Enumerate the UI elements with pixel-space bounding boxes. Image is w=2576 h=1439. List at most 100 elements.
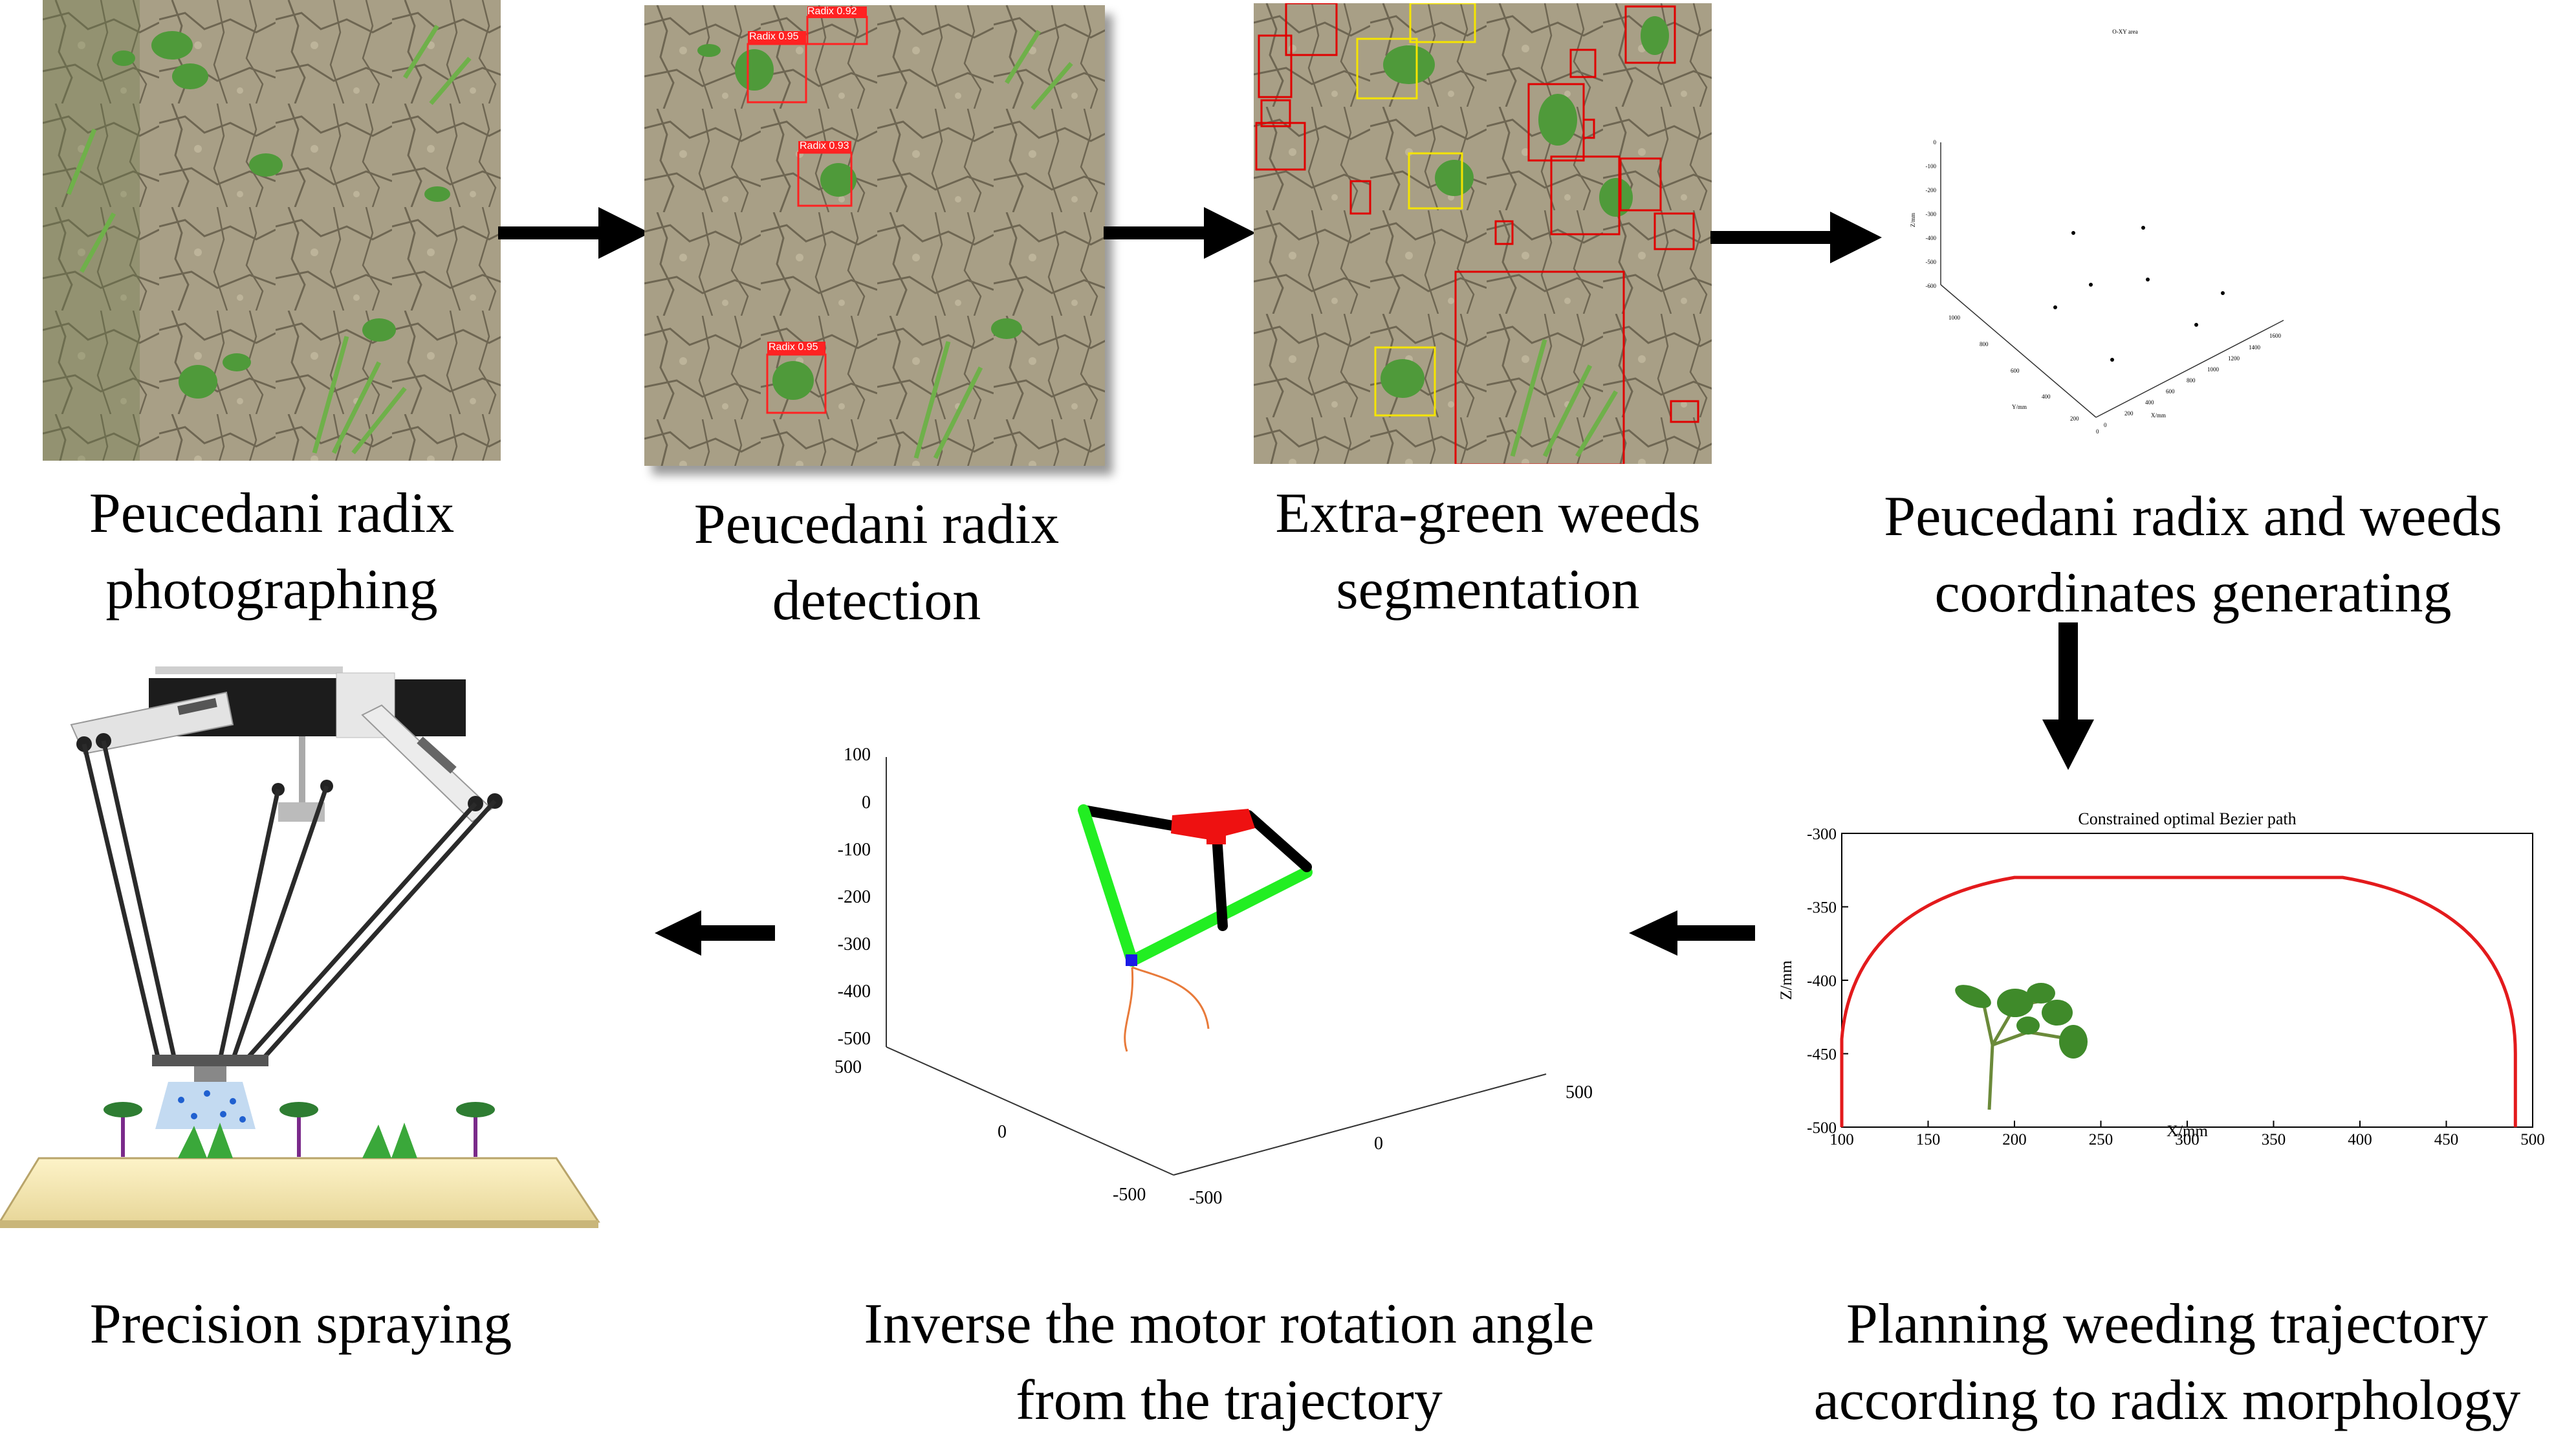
caption-line: photographing [105,558,438,621]
caption-spraying: Precision spraying [19,1286,582,1363]
y-tick: 800 [2187,377,2196,384]
arrow-right-1 [498,207,650,259]
caption-planning: Planning weeding trajectory according to… [1773,1286,2562,1439]
caption-line: Peucedani radix [693,493,1060,556]
x-tick-label: 400 [2348,1131,2372,1148]
y-axis-label: Z/mm [1778,960,1795,1000]
caption-line: from the trajectory [1016,1369,1443,1432]
caption-line: Precision spraying [89,1293,512,1356]
scatter-point [2146,278,2150,281]
y-tick: 400 [2145,399,2154,406]
y-tick-label: -400 [1807,972,1837,990]
y-tick: 500 [1566,1082,1593,1103]
x-tick-label: 450 [2434,1131,2459,1148]
y-tick-label: -300 [1807,826,1837,843]
x-tick-label: 300 [2175,1131,2199,1148]
scatter-point [2071,231,2075,235]
y-tick: -500 [1189,1188,1222,1208]
x-axis-label: Y/mm [2012,404,2027,410]
x-tick: 1000 [1948,314,1961,321]
robot-kinematics-plot: 100 0 -100 -200 -300 -400 -500 500 0 -50… [835,745,1593,1208]
x-tick-label: 200 [2002,1131,2027,1148]
z-tick: 100 [844,745,871,765]
y-axis-label: X/mm [2151,412,2166,419]
detection-label: Radix 0.93 [800,140,849,151]
caption-line: according to radix morphology [1813,1369,2521,1432]
arrow-right-3 [1710,212,1882,263]
caption-line: detection [772,569,981,632]
scatter-point [2110,358,2114,362]
caption-line: Planning weeding trajectory [1846,1293,2489,1356]
z-tick: -300 [1926,211,1937,217]
z-tick: 0 [1934,139,1937,146]
arrow-left-2 [655,910,775,956]
arrow-right-2 [1104,207,1256,259]
y-tick-label: -450 [1807,1046,1837,1064]
x-tick: 800 [1980,341,1989,347]
y-tick: 1600 [2269,333,2282,339]
z-tick: -300 [838,934,871,954]
caption-line: Inverse the motor rotation angle [864,1293,1595,1356]
field-photo [43,0,501,461]
detection-label: Radix 0.92 [807,6,857,17]
y-tick: 1200 [2228,355,2240,362]
x-tick-label: 500 [2520,1131,2545,1148]
z-tick: -400 [838,982,871,1002]
scatter-point [2221,291,2225,295]
caption-inverse: Inverse the motor rotation angle from th… [776,1286,1682,1439]
z-tick: -200 [838,887,871,907]
caption-line: Extra-green weeds [1275,482,1701,545]
x-tick: 200 [2070,415,2079,422]
x-tick-label: 100 [1829,1131,1854,1148]
chart-title: Constrained optimal Bezier path [2078,809,2296,828]
detection-label: Radix 0.95 [749,31,799,42]
z-axis-label: Z/mm [1910,213,1916,227]
plot-title: O-XY area [2112,28,2137,35]
y-tick: 0 [1374,1134,1383,1154]
caption-line: segmentation [1336,558,1640,621]
y-tick-label: -350 [1807,899,1837,917]
arrow-down [2042,622,2094,770]
y-tick-label: -500 [1807,1119,1837,1137]
detection-label: Radix 0.95 [769,342,818,353]
scatter-point [2141,226,2145,230]
segmentation-photo [1254,3,1712,464]
x-tick: 500 [835,1057,862,1077]
x-tick: -500 [1113,1185,1146,1205]
y-tick: 1400 [2249,344,2261,351]
z-tick: -200 [1926,187,1937,193]
y-tick: 200 [2124,410,2134,417]
z-tick: -400 [1926,235,1937,241]
scatter-point [2089,283,2093,287]
plant-illustration [1955,983,2088,1110]
x-tick: 600 [2011,368,2020,374]
caption-segmentation: Extra-green weeds segmentation [1229,476,1747,628]
y-tick: 1000 [2207,366,2220,373]
z-tick: -500 [838,1029,871,1049]
caption-detection: Peucedani radix detection [618,487,1135,639]
detection-photo: Radix 0.92 Radix 0.95 Radix 0.93 Radix 0… [644,5,1105,466]
x-tick: 400 [2042,393,2051,400]
scatter-point [2194,323,2198,327]
x-tick-label: 150 [1916,1131,1941,1148]
caption-line: Peucedani radix and weeds [1884,485,2502,548]
bezier-chart: Constrained optimal Bezier path 100 150 20… [1778,809,2545,1148]
coordinates-3d-plot: O-XY area 0 -100 -200 -300 -400 -500 -60… [1910,28,2284,435]
arrow-left-1 [1629,910,1755,956]
caption-coordinates: Peucedani radix and weeds coordinates ge… [1805,479,2576,632]
x-tick-label: 250 [2089,1131,2113,1148]
x-axis-label: X/mm [2167,1123,2208,1140]
z-tick: -100 [1926,163,1937,170]
z-tick: -500 [1926,259,1937,265]
x-tick: 0 [998,1122,1007,1142]
scatter-point [2053,305,2057,309]
x-tick: 0 [2096,428,2099,435]
z-tick: -600 [1926,283,1937,289]
y-tick: 0 [2104,422,2107,428]
delta-robot-illustration [0,666,600,1228]
x-tick-label: 350 [2262,1131,2286,1148]
caption-line: coordinates generating [1934,562,2452,624]
y-tick: 600 [2166,388,2175,395]
z-tick: 0 [862,793,871,813]
bezier-path [1840,875,2517,1127]
